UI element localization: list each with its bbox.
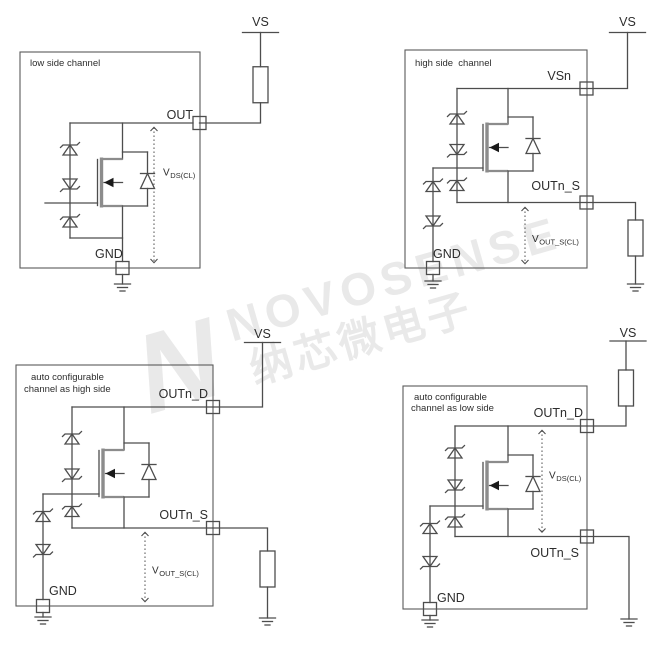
vs-label: VS xyxy=(252,15,269,29)
vout-label-prefix: V xyxy=(152,566,159,577)
circuit-low-side-channel: low side channel VS OUT GND V DS(CL) xyxy=(19,15,280,292)
vs-label: VS xyxy=(619,15,636,29)
circuit-box xyxy=(19,51,201,269)
circuit-box xyxy=(404,49,588,269)
vds-label-sub: DS(CL) xyxy=(170,171,196,180)
mosfet-icon xyxy=(481,115,542,175)
wires xyxy=(42,341,269,619)
vout-arrow xyxy=(521,206,529,265)
vs-label: VS xyxy=(620,326,637,340)
mosfet-icon xyxy=(481,453,542,513)
outn-s-pin-label: OUTn_S xyxy=(531,179,580,193)
resistor-icon xyxy=(627,219,644,257)
ground-icon xyxy=(258,617,277,626)
vsn-pin-label: VSn xyxy=(547,69,571,83)
vds-label-sub: DS(CL) xyxy=(556,474,582,483)
circuit-title-line2: channel as low side xyxy=(411,403,494,414)
circuit-auto-configurable-low-side: auto configurable channel as low side VS… xyxy=(402,326,647,628)
ground-icon xyxy=(421,619,439,628)
wires xyxy=(432,31,637,285)
circuit-title-line1: auto configurable xyxy=(414,392,487,403)
outn-s-pin-label: OUTn_S xyxy=(159,508,208,522)
circuit-box xyxy=(402,385,588,610)
gnd-pin-label: GND xyxy=(49,584,77,598)
resistor-icon xyxy=(259,550,276,588)
resistor-icon xyxy=(617,369,635,407)
vds-label-prefix: V xyxy=(163,168,170,179)
gnd-pin-label: GND xyxy=(95,247,123,261)
ground-icon xyxy=(34,616,52,625)
circuit-box xyxy=(15,364,214,607)
vout-label-sub: OUT_S(CL) xyxy=(159,569,199,578)
circuit-title: high side channel xyxy=(415,58,492,69)
ground-icon xyxy=(113,283,132,292)
vds-label-prefix: V xyxy=(549,471,556,482)
resistor-icon xyxy=(252,66,269,104)
wires xyxy=(44,31,262,285)
vds-arrow xyxy=(150,126,158,264)
mosfet-icon xyxy=(95,150,157,210)
outn-d-pin-label: OUTn_D xyxy=(534,406,583,420)
circuit-title: low side channel xyxy=(30,58,100,69)
vout-arrow xyxy=(141,531,149,603)
ground-icon xyxy=(626,283,645,292)
ground-icon xyxy=(424,280,442,289)
gnd-pin-label: GND xyxy=(433,247,461,261)
ground-icon xyxy=(620,618,638,627)
vout-label-sub: OUT_S(CL) xyxy=(539,238,579,247)
vs-label: VS xyxy=(254,327,271,341)
outn-d-pin-label: OUTn_D xyxy=(159,387,208,401)
out-pin-label: OUT xyxy=(167,108,194,122)
vout-label-prefix: V xyxy=(532,234,539,245)
gnd-pin-label: GND xyxy=(437,591,465,605)
circuit-title-line1: auto configurable xyxy=(31,372,104,383)
circuit-high-side-channel: high side channel VS VSn OUTn_S GND V OU… xyxy=(404,15,647,292)
vds-arrow xyxy=(538,429,546,534)
outn-s-pin-label: OUTn_S xyxy=(530,546,579,560)
mosfet-icon xyxy=(97,441,158,501)
circuit-title-line2: channel as high side xyxy=(24,384,111,395)
circuit-auto-configurable-high-side: auto configurable channel as high side V… xyxy=(15,327,282,626)
